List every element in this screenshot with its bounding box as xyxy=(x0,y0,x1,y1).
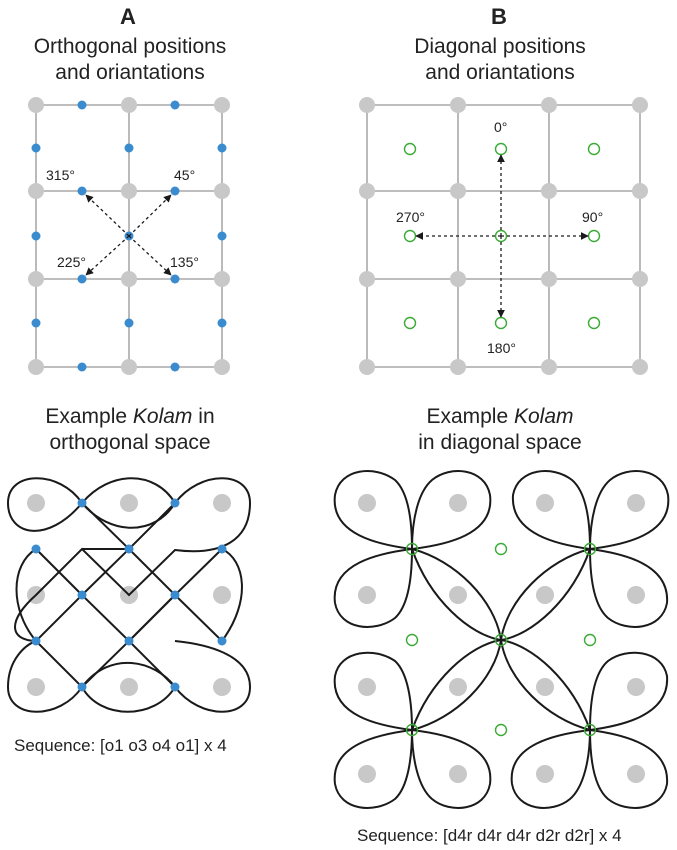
panel-a-kolam-blue-dots xyxy=(31,498,227,692)
panel-b-angle-270: 270° xyxy=(396,209,425,225)
panel-a-grid: 315° 45° 225° 135° xyxy=(28,97,230,375)
panel-b-angle-90: 90° xyxy=(582,209,603,225)
panel-a-example-kolam: Kolam xyxy=(132,405,193,428)
panel-a-kolam xyxy=(6,477,252,713)
panel-a-example-line2: orthogonal space xyxy=(49,431,211,454)
panel-a-grid-dots xyxy=(28,97,230,375)
panel-a-example-prefix: Example xyxy=(45,405,133,428)
panel-a-direction-arrows xyxy=(85,194,172,276)
panel-a-title: Orthogonal positions and oriantations xyxy=(0,34,280,86)
panel-b-direction-arrows xyxy=(415,154,589,318)
panel-b-grid-dots xyxy=(359,97,648,375)
panel-b-title-line1: Diagonal positions xyxy=(414,35,586,58)
panel-a-sequence: Sequence: [o1 o3 o4 o1] x 4 xyxy=(14,736,227,755)
panel-a-angle-225: 225° xyxy=(57,254,86,270)
panel-a-orthogonal-dots xyxy=(31,100,227,372)
panel-b-kolam xyxy=(333,470,670,809)
panel-b-kolam-petals xyxy=(333,470,670,809)
panel-b-example-prefix: Example xyxy=(426,405,514,428)
panel-a-angle-315: 315° xyxy=(46,167,75,183)
panel-a-kolam-curve xyxy=(6,477,252,713)
panel-a-title-line2: and oriantations xyxy=(55,61,205,84)
panel-b-sequence: Sequence: [d4r d4r d4r d2r d2r] x 4 xyxy=(357,826,622,845)
panel-b-angle-0: 0° xyxy=(494,119,507,135)
panel-a-example-title: Example Kolam in orthogonal space xyxy=(0,404,280,456)
panel-a-example-line1: Example Kolam in xyxy=(0,404,280,430)
panel-b-example-title: Example Kolam in diagonal space xyxy=(350,404,650,456)
panel-b-kolam-dots xyxy=(358,494,645,783)
panel-b-example-line1: Example Kolam xyxy=(350,404,650,430)
panel-b-title-line2: and oriantations xyxy=(425,61,575,84)
panel-a-angle-135: 135° xyxy=(170,254,199,270)
panel-b-grid: 0° 270° 90° 180° xyxy=(359,97,648,375)
panel-a-angle-45: 45° xyxy=(174,167,195,183)
panel-b-example-line2: in diagonal space xyxy=(418,431,582,454)
panel-a-example-suffix: in xyxy=(192,405,215,428)
panel-b-angle-180: 180° xyxy=(487,340,516,356)
panel-a-title-line1: Orthogonal positions xyxy=(33,35,227,58)
panel-b-letter: B xyxy=(491,4,507,29)
panel-b-example-kolam: Kolam xyxy=(514,405,574,428)
panel-b-kolam-rings xyxy=(405,542,597,737)
panel-b-grid-lines xyxy=(366,104,641,368)
panel-b-title: Diagonal positions and oriantations xyxy=(350,34,650,86)
panel-a-letter: A xyxy=(120,4,136,29)
